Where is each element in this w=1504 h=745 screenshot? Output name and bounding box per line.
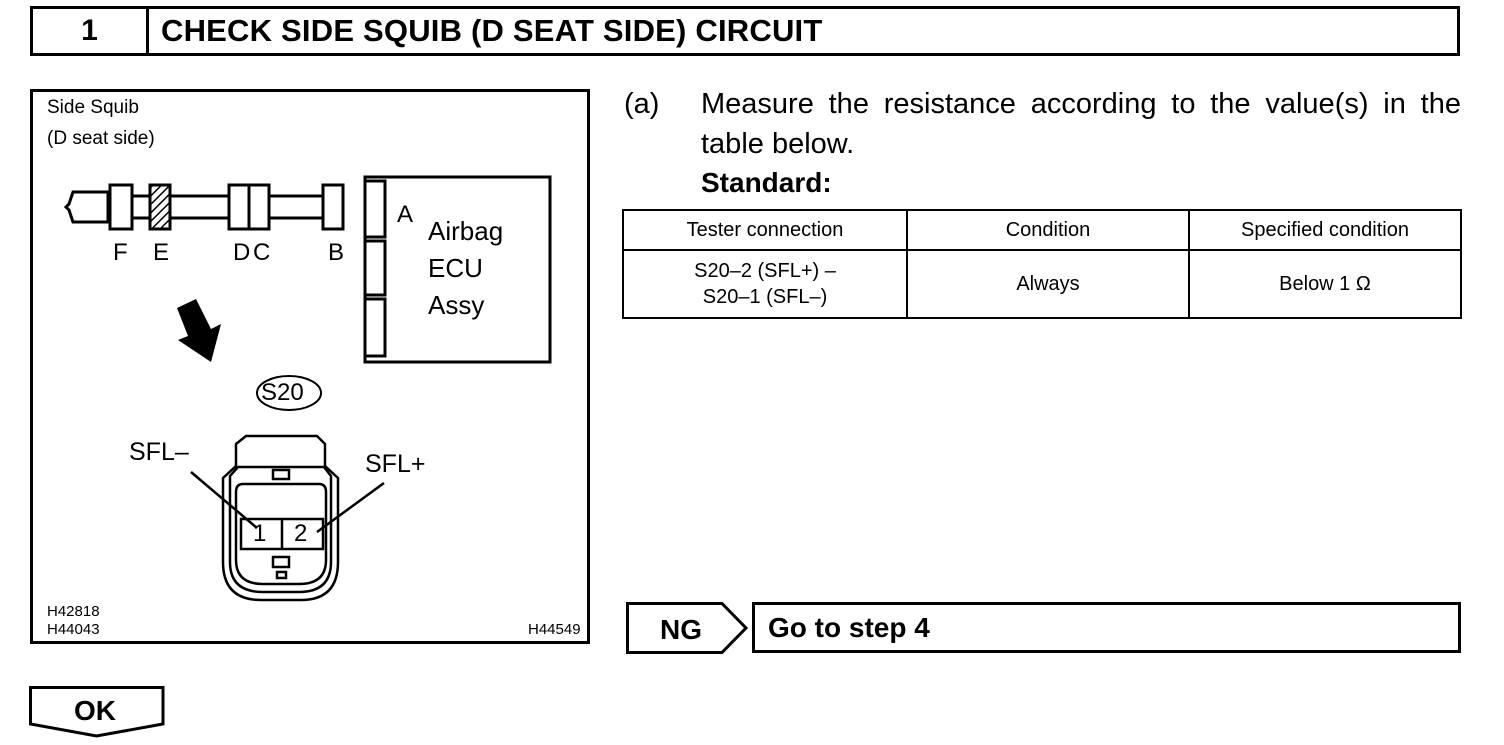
ng-label: NG	[660, 614, 702, 645]
ng-flag[interactable]: NG	[626, 602, 750, 659]
wiring-illustration: Side Squib (D seat side)	[30, 89, 590, 644]
terminal-label-sfl-minus: SFL–	[129, 438, 189, 466]
step-title: CHECK SIDE SQUIB (D SEAT SIDE) CIRCUIT	[161, 13, 823, 48]
figure-caption-line1: Side Squib	[47, 97, 139, 118]
table-cell-specified: Below 1 Ω	[1188, 249, 1462, 319]
table-cell-condition: Always	[906, 249, 1190, 319]
connector-label-d: D	[233, 239, 251, 266]
step-number: 1	[33, 9, 149, 53]
connector-e-shaded	[148, 183, 172, 231]
connector-label-f: F	[113, 239, 128, 266]
ecu-label-line3: Assy	[428, 290, 485, 320]
table-header-row: Tester connection Condition Specified co…	[622, 209, 1462, 251]
ref-code-left-1: H42818	[47, 603, 100, 620]
down-arrow-icon	[177, 299, 221, 362]
pin-number-2: 2	[294, 520, 308, 547]
connector-label-c: C	[253, 239, 271, 266]
step-a-marker: (a)	[624, 88, 660, 120]
wiring-diagram	[63, 175, 552, 602]
terminal-label-sfl-plus: SFL+	[365, 450, 426, 478]
connector-label-e: E	[153, 239, 170, 266]
step-a-line2: table below.	[701, 128, 855, 160]
ok-label: OK	[74, 695, 116, 726]
step-a-line1: Measure the resistance according to the …	[701, 88, 1461, 120]
table-cell-tester: S20–2 (SFL+) – S20–1 (SFL–)	[622, 249, 908, 319]
pin-number-1: 1	[253, 520, 267, 547]
connector-label-b: B	[328, 239, 345, 266]
connector-label-a: A	[397, 201, 414, 228]
spec-table: Tester connection Condition Specified co…	[622, 209, 1462, 319]
table-header-condition: Condition	[906, 209, 1190, 251]
ng-arrow-icon: NG	[626, 602, 749, 654]
ok-arrow-icon: OK	[29, 686, 165, 738]
step-a-text: Measure the resistance according to the …	[701, 84, 1461, 164]
connector-code-s20: S20	[261, 379, 304, 406]
ng-action-box[interactable]: Go to step 4	[752, 602, 1461, 653]
ok-flag[interactable]: OK	[29, 686, 166, 745]
ref-code-left-2: H44043	[47, 621, 100, 638]
table-row: S20–2 (SFL+) – S20–1 (SFL–) Always Below…	[622, 249, 1462, 319]
table-header-specified: Specified condition	[1188, 209, 1462, 251]
tester-connection-line1: S20–2 (SFL+) –	[694, 260, 836, 282]
table-header-tester: Tester connection	[622, 209, 908, 251]
ecu-label-line1: Airbag	[428, 216, 504, 246]
standard-label: Standard:	[701, 167, 832, 198]
figure-caption-line2: (D seat side)	[47, 128, 155, 149]
ecu-label-line2: ECU	[428, 253, 483, 283]
ref-code-right: H44549	[528, 621, 581, 638]
tester-connection-line2: S20–1 (SFL–)	[702, 286, 828, 308]
step-header: 1 CHECK SIDE SQUIB (D SEAT SIDE) CIRCUIT	[30, 6, 1460, 56]
